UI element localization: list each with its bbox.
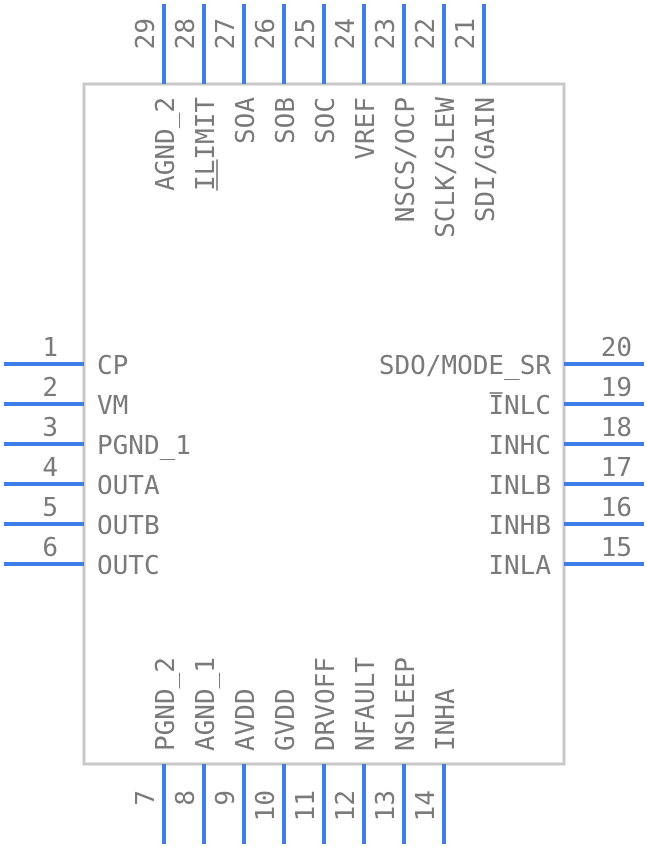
pin-5-number: 5: [42, 493, 58, 523]
pin-label-inlb: INLB: [488, 471, 551, 501]
pin-label-vref: VREF: [351, 97, 381, 160]
pin-label-nscs-ocp: NSCS/OCP: [391, 97, 421, 222]
pin-27-number: 27: [211, 18, 241, 49]
pin-label-avdd: AVDD: [231, 688, 261, 751]
pin-1-number: 1: [42, 333, 58, 363]
pin-28-number: 28: [171, 18, 201, 49]
pin-label-gvdd: GVDD: [271, 688, 301, 751]
pin-label-pgnd-1: PGND_1: [97, 431, 191, 461]
pin-7-number: 7: [131, 790, 161, 806]
pin-8-number: 8: [171, 790, 201, 806]
pin-label-sdo-mode-sr: SDO/MODE_SR: [379, 351, 552, 381]
pin-label-inha: INHA: [431, 688, 461, 751]
pin-label-pgnd-2: PGND_2: [151, 657, 181, 751]
pin-label-vm: VM: [97, 391, 128, 421]
pin-21-number: 21: [451, 18, 481, 49]
bottom-pin-group: 7 PGND_2 8 AGND_1 9 AVDD 10 GVDD 11 DRVOFF 12 NFAUL…: [131, 657, 461, 844]
pin-12-number: 12: [331, 790, 361, 821]
pin-4-number: 4: [42, 453, 58, 483]
pin-label-agnd-1: AGND_1: [191, 657, 221, 751]
pin-15-number: 15: [601, 533, 632, 563]
pin-25-number: 25: [291, 18, 321, 49]
pin-23-number: 23: [371, 18, 401, 49]
pin-10-number: 10: [251, 790, 281, 821]
pin-13-number: 13: [371, 790, 401, 821]
pin-17-number: 17: [601, 453, 632, 483]
pin-label-soc: SOC: [311, 97, 341, 144]
pin-label-soa: SOA: [231, 97, 261, 144]
pin-label-inhb: INHB: [488, 511, 551, 541]
pin-label-outa: OUTA: [97, 471, 160, 501]
pin-label-nsleep: NSLEEP: [391, 657, 421, 751]
pin-14-number: 14: [411, 790, 441, 821]
pin-label-inla: INLA: [488, 551, 551, 581]
pin-label-drvoff: DRVOFF: [311, 657, 341, 751]
pin-22-number: 22: [411, 18, 441, 49]
pin-11-number: 11: [291, 790, 321, 821]
pin-29-number: 29: [131, 18, 161, 49]
pin-label-ilimit: ILIMIT: [191, 97, 221, 191]
pin-9-number: 9: [211, 790, 241, 806]
pin-2-number: 2: [42, 373, 58, 403]
pin-label-inlc: INLC: [488, 391, 551, 421]
pin-26-number: 26: [251, 18, 281, 49]
pin-label-cp: CP: [97, 351, 128, 381]
pin-16-number: 16: [601, 493, 632, 523]
pin-20-number: 20: [601, 333, 632, 363]
pin-3-number: 3: [42, 413, 58, 443]
pin-6-number: 6: [42, 533, 58, 563]
pin-label-sclk-slew: SCLK/SLEW: [431, 97, 461, 238]
pin-24-number: 24: [331, 18, 361, 49]
pin-label-sob: SOB: [271, 97, 301, 144]
pin-label-outb: OUTB: [97, 511, 160, 541]
pin-19-number: 19: [601, 373, 632, 403]
pin-label-sdi-gain: SDI/GAIN: [471, 97, 501, 222]
ic-body: [82, 82, 566, 766]
pin-label-nfault: NFAULT: [351, 657, 381, 751]
pin-label-inhc: INHC: [488, 431, 551, 461]
pin-18-number: 18: [601, 413, 632, 443]
pin-label-agnd-2: AGND_2: [151, 97, 181, 191]
pin-label-outc: OUTC: [97, 551, 160, 581]
